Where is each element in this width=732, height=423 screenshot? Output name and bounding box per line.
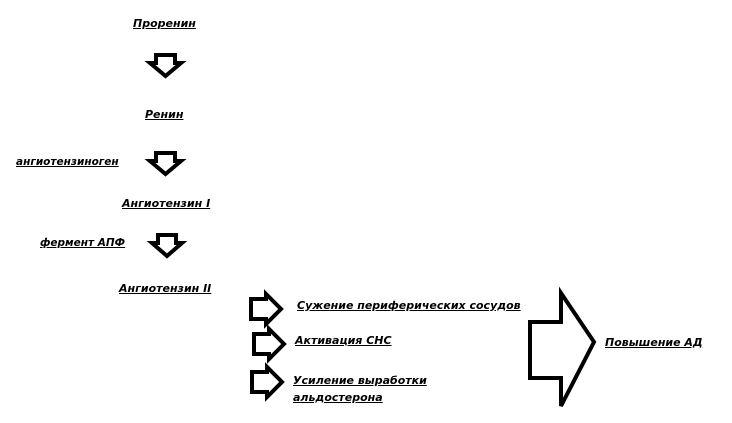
node-prorenin: Проренин <box>133 17 196 30</box>
node-ace-enzyme: фермент АПФ <box>40 237 126 249</box>
node-renin: Ренин <box>145 108 184 121</box>
effect-vasoconstriction: Сужение периферических сосудов <box>297 299 521 312</box>
right-arrow-1-icon <box>249 289 284 329</box>
node-angiotensin-2: Ангиотензин II <box>119 282 212 295</box>
down-arrow-1-icon <box>144 53 187 79</box>
node-angiotensinogen: ангиотензиноген <box>16 156 119 168</box>
right-arrow-3-icon <box>250 362 285 402</box>
effect-sns-activation: Активация СНС <box>295 334 392 347</box>
right-arrow-2-icon <box>252 324 287 364</box>
node-angiotensin-1: Ангиотензин I <box>122 197 211 210</box>
result-bp-increase: Повышение АД <box>605 336 703 349</box>
effect-aldosterone-line1: Усиление выработки <box>293 374 427 387</box>
effect-aldosterone-line2: альдостерона <box>293 391 383 404</box>
down-arrow-3-icon <box>146 233 188 259</box>
big-right-arrow-icon <box>528 286 597 407</box>
down-arrow-2-icon <box>144 151 187 177</box>
